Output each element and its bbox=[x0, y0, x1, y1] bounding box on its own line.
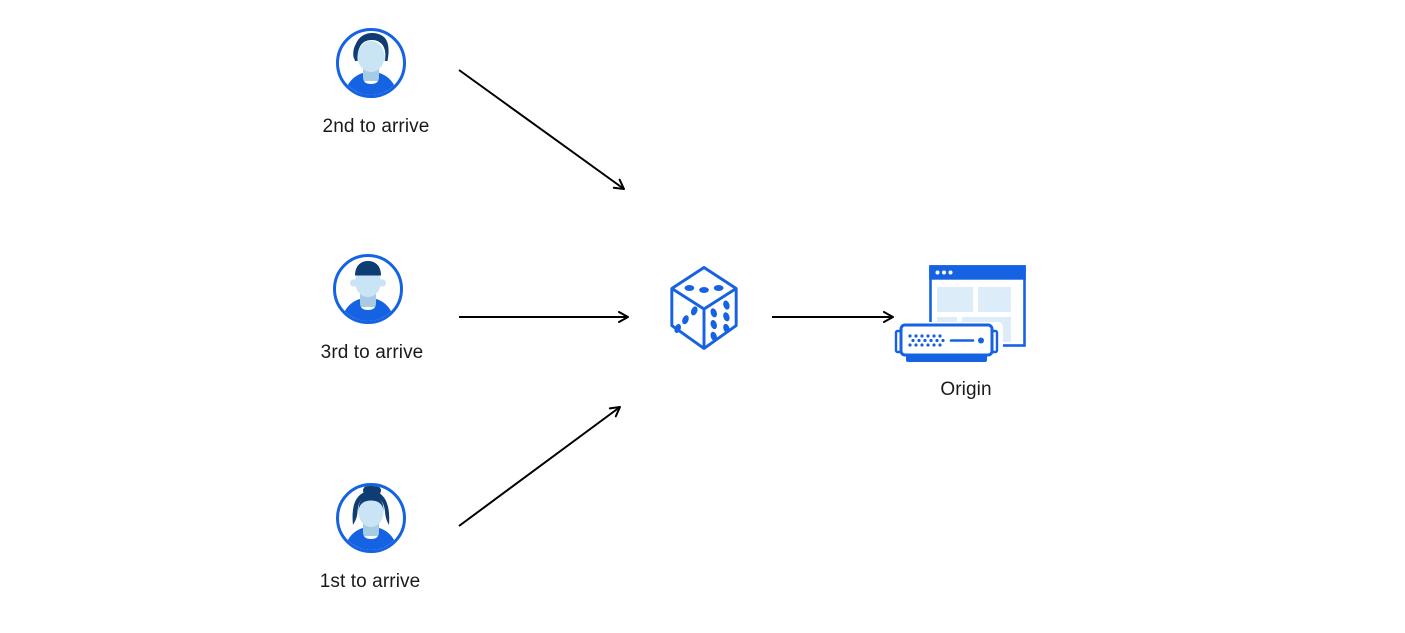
origin-label: Origin bbox=[940, 379, 992, 400]
visitor-1st-label: 1st to arrive bbox=[319, 571, 421, 592]
dice-icon bbox=[665, 262, 743, 354]
visitor-2nd-label: 2nd to arrive bbox=[322, 116, 430, 137]
arrow-visitor-1st-to-dice bbox=[458, 406, 621, 527]
visitor-3rd-label: 3rd to arrive bbox=[320, 342, 424, 363]
server-icon bbox=[893, 322, 1003, 362]
person-male-swept-hair-icon bbox=[335, 27, 407, 99]
person-female-bun-icon bbox=[335, 482, 407, 554]
person-male-short-hair-icon bbox=[332, 253, 404, 325]
arrow-visitor-2nd-to-dice bbox=[458, 69, 625, 190]
browser-and-server-icon bbox=[893, 262, 1033, 367]
